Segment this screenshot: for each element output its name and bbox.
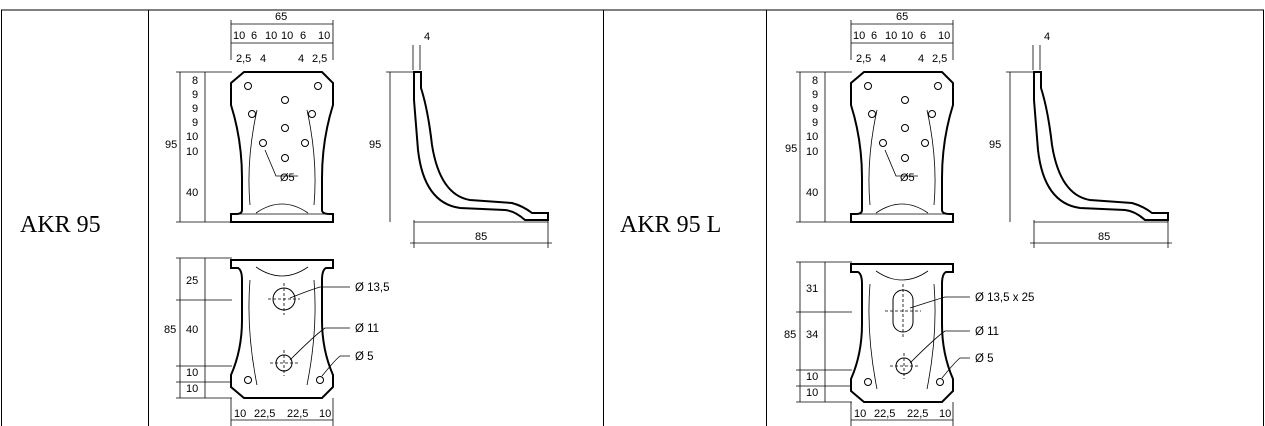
- dim-row: 10: [186, 146, 198, 158]
- dim-hole: 10: [281, 30, 293, 42]
- dim-hole: 10: [233, 30, 245, 42]
- dim-offset: 4: [880, 53, 886, 65]
- drawing-akr95l: 65 10 6 10 10 6 10 2,5 4 4 2,5 95 8 9 9 …: [784, 11, 1172, 426]
- mid-hole-label: Ø 11: [355, 323, 379, 335]
- table-grid: [1, 9, 1264, 426]
- dim-side-height: 95: [369, 139, 381, 151]
- dim-row: 9: [192, 103, 198, 115]
- small-hole-label: Ø 5: [975, 353, 994, 365]
- big-hole-label: Ø 13,5 x 25: [975, 292, 1034, 304]
- dim-width: 65: [896, 11, 908, 23]
- dim-offset: 4: [298, 53, 304, 65]
- side-view: 4 95 85: [989, 31, 1172, 248]
- front-plate: [230, 71, 334, 223]
- dim-offset: 4: [918, 53, 924, 65]
- dim-base-seg: 10: [186, 383, 198, 395]
- hole-label: Ø5: [900, 172, 915, 184]
- dim-bottom: 10: [234, 408, 246, 420]
- dim-bottom: 10: [854, 408, 866, 420]
- dim-base-seg: 34: [806, 329, 818, 341]
- dim-bottom: 22,5: [287, 408, 308, 420]
- dim-bottom: 22,5: [907, 408, 928, 420]
- dim-base-seg: 31: [806, 283, 818, 295]
- dim-offset: 2,5: [932, 53, 947, 65]
- small-hole-label: Ø 5: [355, 351, 374, 363]
- dim-width: 65: [275, 11, 287, 23]
- dim-row: 9: [812, 89, 818, 101]
- hole-label: Ø5: [280, 172, 295, 184]
- dim-side-height: 95: [989, 139, 1001, 151]
- dim-offset: 4: [260, 53, 266, 65]
- dim-hole: 10: [901, 30, 913, 42]
- dim-height: 95: [165, 139, 177, 151]
- product-label-akr95l: AKR 95 L: [620, 212, 721, 238]
- product-label-akr95: AKR 95: [20, 212, 101, 238]
- dim-base-seg: 10: [806, 387, 818, 399]
- dim-hole: 6: [300, 30, 306, 42]
- dim-bottom: 10: [939, 408, 951, 420]
- side-view: 4 95 85: [369, 31, 552, 248]
- dim-side-length: 85: [475, 231, 487, 243]
- dim-row: 10: [806, 146, 818, 158]
- dim-base-seg: 10: [186, 367, 198, 379]
- dim-row: 9: [192, 89, 198, 101]
- dim-bottom: 22,5: [254, 408, 275, 420]
- dim-thickness: 4: [1044, 31, 1050, 43]
- dim-hole: 10: [853, 30, 865, 42]
- dim-bottom: 22,5: [874, 408, 895, 420]
- dim-row: 9: [812, 117, 818, 129]
- big-hole-label: Ø 13,5: [355, 282, 390, 294]
- dim-row: 8: [192, 75, 198, 87]
- dim-base-seg: 10: [806, 371, 818, 383]
- front-plate: [850, 71, 954, 223]
- base-view: 25 40 10 10 85 Ø 13,5 Ø 11 Ø 5: [164, 257, 390, 426]
- dim-hole: 6: [871, 30, 877, 42]
- dim-hole: 6: [920, 30, 926, 42]
- dim-row: 10: [186, 131, 198, 143]
- dim-thickness: 4: [424, 31, 430, 43]
- dim-row: 40: [186, 187, 198, 199]
- front-holes: [864, 82, 942, 162]
- dim-row: 10: [806, 131, 818, 143]
- dim-base-seg: 40: [186, 324, 198, 336]
- dim-bottom: 10: [319, 408, 331, 420]
- dim-offset: 2,5: [312, 53, 327, 65]
- dim-base-seg: 25: [186, 275, 198, 287]
- dim-row: 9: [192, 117, 198, 129]
- mid-hole-label: Ø 11: [975, 326, 999, 338]
- dim-row: 9: [812, 103, 818, 115]
- front-top-dimensions: 65 10 6 10 10 6 10 2,5 4 4 2,5: [850, 11, 954, 65]
- front-top-dimensions: 65 10 6 10 10 6 10 2,5 4 4 2,5: [230, 11, 334, 65]
- front-holes: [244, 82, 322, 162]
- base-view: 31 34 10 10 85 Ø 13,5 x 25 Ø 11 Ø 5: [784, 261, 1034, 426]
- dim-height: 95: [785, 143, 797, 155]
- dim-hole: 6: [251, 30, 257, 42]
- front-left-dimensions: 95 8 9 9 9 10 10 40: [165, 71, 232, 223]
- dim-hole: 10: [938, 30, 950, 42]
- dim-hole: 10: [318, 30, 330, 42]
- drawing-akr95: 65 10 6 10 10 6 10 2,5 4 4 2,5 95 8 9 9: [164, 11, 552, 426]
- dim-base-height: 85: [164, 324, 176, 336]
- dim-offset: 2,5: [236, 53, 251, 65]
- dim-base-height: 85: [784, 329, 796, 341]
- dim-row: 8: [812, 75, 818, 87]
- front-left-dimensions: 95 8 9 9 9 10 10 40: [785, 71, 852, 223]
- dim-side-length: 85: [1098, 231, 1110, 243]
- dim-offset: 2,5: [856, 53, 871, 65]
- dim-hole: 10: [885, 30, 897, 42]
- dim-hole: 10: [265, 30, 277, 42]
- dim-row: 40: [806, 187, 818, 199]
